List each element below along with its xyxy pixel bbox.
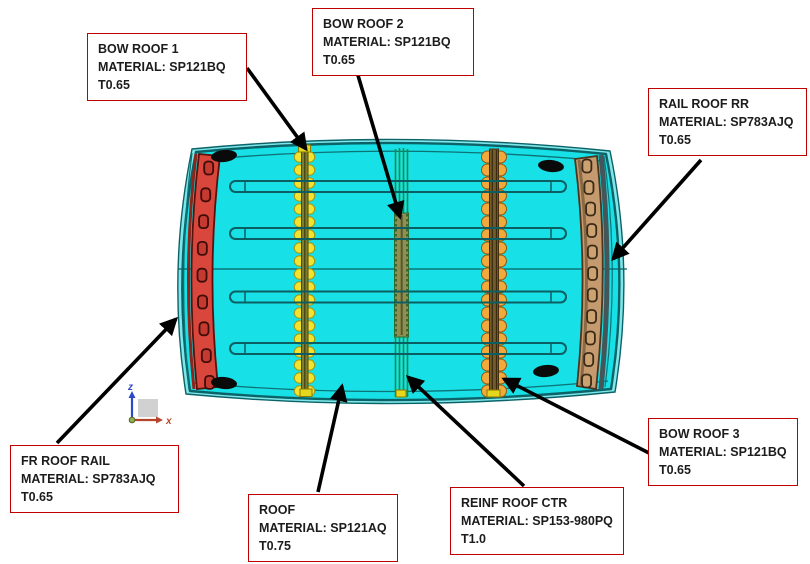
arrow-bow-roof-3 — [501, 377, 650, 455]
callout-bow-roof-3: BOW ROOF 3 MATERIAL: SP121BQ T0.65 — [648, 418, 798, 486]
arrow-fr-roof-rail — [55, 316, 178, 445]
part-thickness: T0.65 — [21, 490, 53, 504]
callout-bow-roof-2: BOW ROOF 2 MATERIAL: SP121BQ T0.65 — [312, 8, 474, 76]
part-material: MATERIAL: SP783AJQ — [21, 472, 156, 486]
arrow-reinf-roof-ctr — [405, 375, 526, 488]
triad-shadow — [138, 399, 158, 417]
part-thickness: T1.0 — [461, 532, 487, 546]
part-material: MATERIAL: SP121BQ — [323, 35, 451, 49]
x-axis-label: x — [165, 416, 172, 427]
part-name: ROOF — [259, 503, 296, 517]
part-name: RAIL ROOF RR — [659, 97, 750, 111]
roof-model — [177, 138, 627, 405]
part-thickness: T0.65 — [98, 78, 130, 92]
part-material: MATERIAL: SP783AJQ — [659, 115, 794, 129]
roof-left-edge-line — [183, 152, 193, 391]
rib-end-dividers — [244, 181, 552, 354]
part-material: MATERIAL: SP121AQ — [259, 521, 387, 535]
part-thickness: T0.65 — [323, 53, 355, 67]
part-material: MATERIAL: SP121BQ — [659, 445, 787, 459]
part-thickness: T0.65 — [659, 133, 691, 147]
callout-roof: ROOF MATERIAL: SP121AQ T0.75 — [248, 494, 398, 562]
bow-roof-1-part — [293, 144, 316, 397]
roof-ribs — [229, 180, 567, 355]
callout-fr-roof-rail: FR ROOF RAIL MATERIAL: SP783AJQ T0.65 — [10, 445, 179, 513]
triad-origin — [128, 416, 136, 424]
coordinate-triad: z x — [127, 382, 172, 427]
part-material: MATERIAL: SP121BQ — [98, 60, 226, 74]
part-name: BOW ROOF 3 — [659, 427, 740, 441]
bow-roof-3-part — [481, 148, 507, 398]
part-name: BOW ROOF 2 — [323, 17, 404, 31]
arrow-bow-roof-1 — [245, 66, 308, 152]
z-axis-label: z — [127, 382, 133, 393]
rail-roof-rr-part — [573, 154, 610, 391]
arrow-rail-roof-rr — [611, 158, 703, 262]
part-thickness: T0.65 — [659, 463, 691, 477]
part-material: MATERIAL: SP153-980PQ — [461, 514, 613, 528]
corner-holes — [211, 149, 564, 390]
x-axis-head — [156, 416, 163, 424]
callout-rail-roof-rr: RAIL ROOF RR MATERIAL: SP783AJQ T0.65 — [648, 88, 807, 156]
roof-right-edge-line — [603, 155, 613, 388]
part-name: FR ROOF RAIL — [21, 454, 110, 468]
arrow-bow-roof-2 — [355, 71, 405, 220]
leader-arrows — [55, 66, 703, 493]
z-axis-head — [128, 391, 136, 398]
part-name: BOW ROOF 1 — [98, 42, 179, 56]
arrow-roof — [316, 383, 348, 493]
part-name: REINF ROOF CTR — [461, 496, 568, 510]
callout-bow-roof-1: BOW ROOF 1 MATERIAL: SP121BQ T0.65 — [87, 33, 247, 101]
callout-reinf-roof-ctr: REINF ROOF CTR MATERIAL: SP153-980PQ T1.… — [450, 487, 624, 555]
part-thickness: T0.75 — [259, 539, 291, 553]
